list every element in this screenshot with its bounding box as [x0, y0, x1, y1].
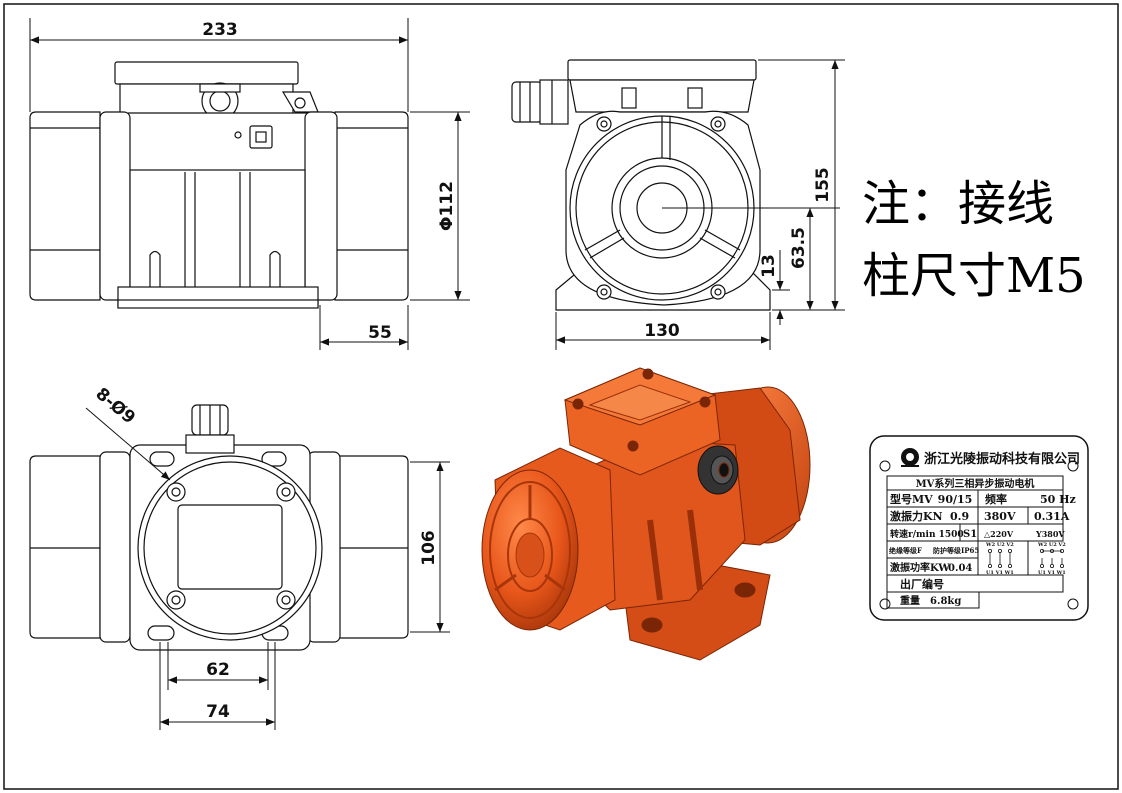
power-value: 0.04	[948, 563, 972, 574]
protection-class: 防护等级IP65	[933, 546, 979, 555]
nameplate: 浙江光陵振动科技有限公司 MV系列三相异步振动电机 型号MV 90/15 频率 …	[869, 435, 1089, 621]
front-view-dimensions	[29, 18, 470, 350]
dim-axis-height: 63.5	[789, 227, 809, 269]
serial-label: 出厂编号	[900, 577, 944, 591]
delta-top-terminals: W2 U2 V2	[985, 542, 1014, 548]
note-line-2: 柱尺寸M5	[862, 248, 1086, 304]
force-value: 0.9	[950, 510, 969, 523]
voltage: 380V	[984, 510, 1016, 523]
dim-overhang: 55	[368, 323, 392, 343]
insulation-class: 绝缘等级F	[889, 546, 922, 555]
dim-hole-spacing-inner: 62	[206, 660, 230, 680]
speed: 转速r/min 1500	[890, 528, 964, 540]
dim-base-width: 130	[644, 321, 680, 341]
dim-holes: 8-Ø9	[91, 384, 138, 428]
dim-foot-width: 106	[419, 530, 439, 566]
front-view	[29, 61, 409, 309]
side-view	[511, 59, 771, 311]
dim-overall-length: 233	[202, 20, 238, 40]
dim-height: 155	[813, 167, 833, 203]
weight-label: 重量	[900, 594, 920, 607]
wiring-diagram	[988, 549, 1065, 569]
freq-value: 50 Hz	[1040, 493, 1076, 506]
current: 0.31A	[1034, 510, 1070, 523]
star-top-terminals: W2 U2 V2	[1037, 542, 1066, 548]
model-label: 型号MV	[890, 492, 933, 506]
delta-bottom-terminals: U1 V1 W1	[986, 570, 1014, 576]
top-view-dimensions	[85, 407, 450, 730]
freq-label: 频率	[985, 492, 1007, 506]
sheet-border	[3, 3, 1119, 790]
side-view-dimensions	[555, 59, 845, 350]
company-logo	[901, 448, 919, 467]
top-view	[29, 404, 409, 651]
duty: S1	[963, 529, 977, 540]
delta-connection: △220V	[984, 529, 1014, 539]
motor-3d-render	[481, 367, 811, 661]
force-label: 激振力KN	[890, 509, 943, 523]
nameplate-title: MV系列三相异步振动电机	[916, 477, 1035, 490]
company-name: 浙江光陵振动科技有限公司	[924, 451, 1080, 467]
star-bottom-terminals: U1 V1 W1	[1038, 570, 1066, 576]
model-value: 90/15	[938, 493, 973, 506]
dim-hole-spacing-outer: 74	[206, 702, 230, 722]
note-line-1: 注：接线	[862, 176, 1054, 232]
dim-diameter: Φ112	[437, 181, 457, 231]
power-label: 激振功率KW	[890, 561, 950, 574]
dim-foot-height: 13	[759, 254, 779, 278]
star-connection: Y380V	[1035, 529, 1065, 539]
weight-value: 6.8kg	[930, 596, 961, 607]
